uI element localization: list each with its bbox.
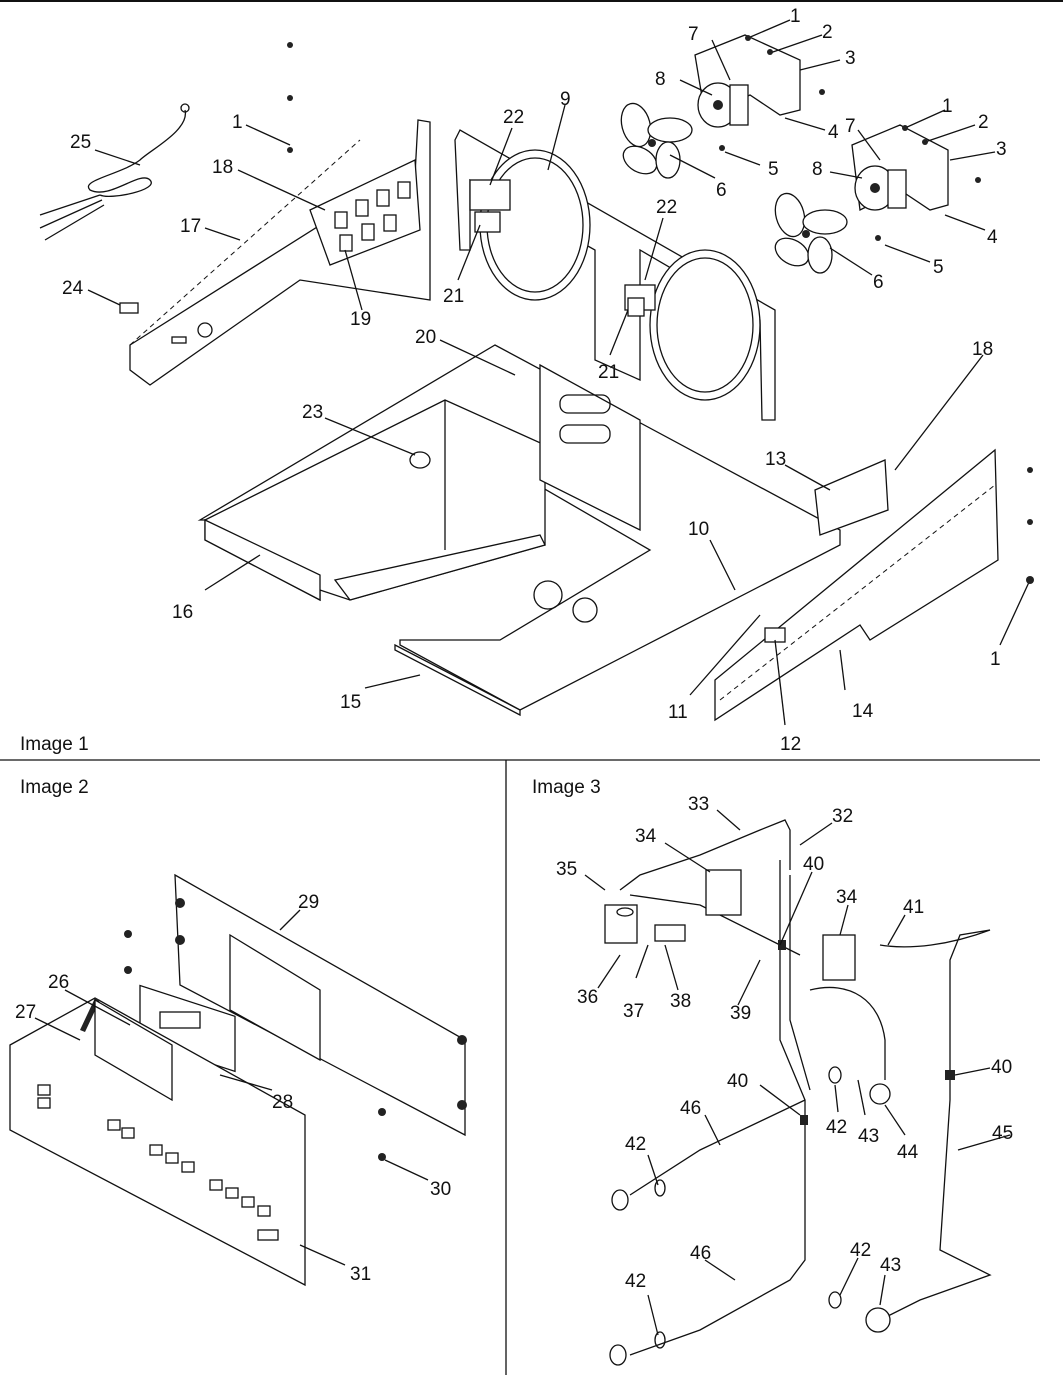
- callout: 2: [822, 22, 833, 43]
- callout: 38: [670, 991, 691, 1012]
- callout: 8: [655, 69, 666, 90]
- callout: 21: [598, 362, 619, 383]
- callout: 3: [845, 48, 856, 69]
- image1-drawing: [39, 19, 1034, 726]
- callout: 15: [340, 692, 361, 713]
- callout: 45: [992, 1123, 1013, 1144]
- callout: 43: [880, 1255, 901, 1276]
- callout: 46: [690, 1243, 711, 1264]
- callout: 40: [991, 1057, 1012, 1078]
- callout: 12: [780, 734, 801, 755]
- callout: 32: [832, 806, 853, 827]
- panel-title-image3: Image 3: [532, 777, 601, 798]
- callout: 25: [70, 132, 91, 153]
- callout: 3: [996, 139, 1007, 160]
- callout: 26: [48, 972, 69, 993]
- callout: 35: [556, 859, 577, 880]
- callout: 9: [560, 89, 571, 110]
- callout: 41: [903, 897, 924, 918]
- callout-labels: 1 2 3 7 8 4 5 6 1 2 3 7 8 4 5 6 9 22 22 …: [15, 6, 1013, 1292]
- callout: 17: [180, 216, 201, 237]
- callout: 1: [942, 96, 953, 117]
- callout: 39: [730, 1003, 751, 1024]
- callout: 8: [812, 159, 823, 180]
- callout: 31: [350, 1264, 371, 1285]
- callout: 30: [430, 1179, 451, 1200]
- callout: 46: [680, 1098, 701, 1119]
- panel-title-image1: Image 1: [20, 734, 89, 755]
- callout: 23: [302, 402, 323, 423]
- callout: 34: [836, 887, 858, 908]
- image2-drawing: [9, 873, 467, 1287]
- callout: 18: [972, 339, 993, 360]
- callout: 7: [845, 116, 856, 137]
- image3-drawing: [584, 809, 1011, 1366]
- callout: 18: [212, 157, 233, 178]
- callout: 13: [765, 449, 786, 470]
- callout: 11: [668, 702, 688, 723]
- callout: 1: [790, 6, 801, 27]
- callout: 6: [716, 180, 727, 201]
- callout: 33: [688, 794, 709, 815]
- callout: 34: [635, 826, 657, 847]
- panel-title-image2: Image 2: [20, 777, 89, 798]
- callout: 5: [768, 159, 779, 180]
- callout: 1: [990, 649, 1001, 670]
- callout: 42: [625, 1271, 646, 1292]
- callout: 19: [350, 309, 371, 330]
- callout: 20: [415, 327, 436, 348]
- panel-titles: Image 1 Image 2 Image 3: [20, 734, 601, 798]
- callout: 4: [987, 227, 998, 248]
- callout: 14: [852, 701, 874, 722]
- callout: 42: [826, 1117, 847, 1138]
- callout: 27: [15, 1002, 36, 1023]
- callout: 28: [272, 1092, 293, 1113]
- callout: 5: [933, 257, 944, 278]
- callout: 24: [62, 278, 84, 299]
- callout: 16: [172, 602, 193, 623]
- callout: 42: [850, 1240, 871, 1261]
- callout: 7: [688, 24, 699, 45]
- callout: 2: [978, 112, 989, 133]
- callout: 43: [858, 1126, 879, 1147]
- callout: 6: [873, 272, 884, 293]
- callout: 40: [803, 854, 824, 875]
- callout: 10: [688, 519, 709, 540]
- callout: 22: [503, 107, 524, 128]
- callout: 1: [232, 112, 243, 133]
- callout: 22: [656, 197, 677, 218]
- callout: 4: [828, 122, 839, 143]
- callout: 42: [625, 1134, 646, 1155]
- callout: 29: [298, 892, 319, 913]
- callout: 36: [577, 987, 598, 1008]
- callout: 21: [443, 286, 464, 307]
- callout: 37: [623, 1001, 644, 1022]
- callout: 44: [897, 1142, 919, 1163]
- callout: 40: [727, 1071, 748, 1092]
